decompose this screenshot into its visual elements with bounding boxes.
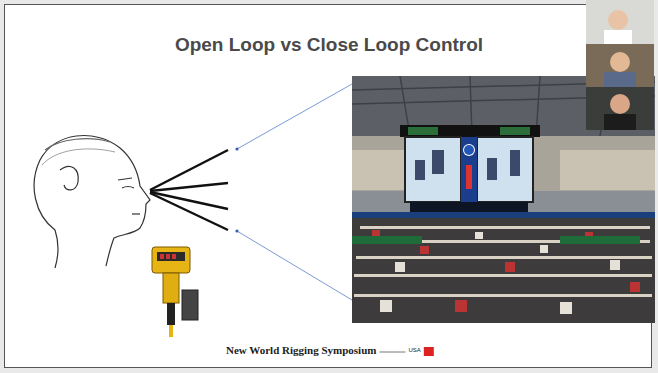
arena-photo (352, 76, 655, 323)
sight-lines (150, 150, 228, 230)
head-sketch (34, 136, 150, 269)
logo-mark (424, 347, 434, 356)
footer-text: New World Rigging Symposium (226, 344, 376, 356)
guide-lines (235, 84, 352, 300)
footer-country: USA (408, 347, 420, 353)
footer-rule (379, 352, 405, 353)
video-thumbnails (586, 0, 654, 130)
hoist-pendant (152, 247, 198, 337)
slide-title: Open Loop vs Close Loop Control (0, 34, 658, 56)
